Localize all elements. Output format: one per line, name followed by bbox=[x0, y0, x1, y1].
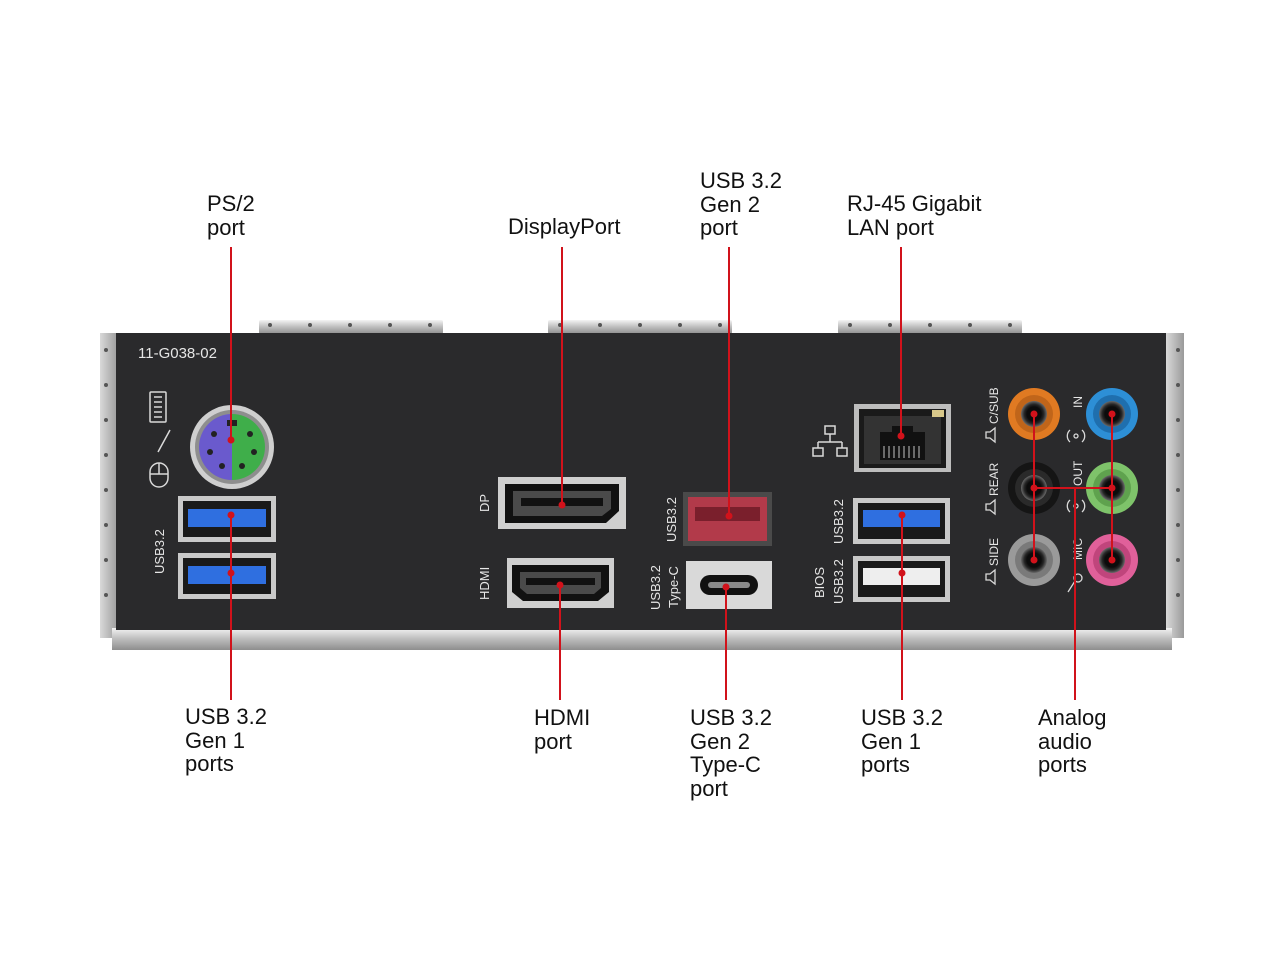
out-silk-label: OUT bbox=[1071, 460, 1085, 486]
callout-usb-gen1-ports-right: USB 3.2 Gen 1 ports bbox=[861, 705, 943, 777]
callout-rj45-lan-port: RJ-45 Gigabit LAN port bbox=[847, 191, 982, 240]
callout-displayport: DisplayPort bbox=[508, 214, 621, 239]
usb32-right-silk-label: USB3.2 bbox=[831, 499, 846, 544]
callout-analog-audio-ports: Analog audio ports bbox=[1038, 705, 1107, 777]
callout-usb-gen1-ports-left: USB 3.2 Gen 1 ports bbox=[185, 704, 267, 776]
mic-silk-label: MIC bbox=[1071, 538, 1085, 560]
shield-frame bbox=[100, 320, 1184, 650]
speaker-icon bbox=[985, 568, 996, 586]
keyboard-icon bbox=[149, 391, 167, 423]
usb-gen1-left-bottom bbox=[178, 553, 276, 599]
mouse-icon bbox=[149, 462, 169, 488]
ps2-port bbox=[190, 405, 274, 489]
usb-gen1-left-top bbox=[178, 496, 276, 542]
line-in-icon bbox=[1066, 429, 1086, 443]
csub-silk-label: C/SUB bbox=[987, 387, 1001, 424]
panel-part-number: 11-G038-02 bbox=[138, 345, 217, 362]
leader-dots bbox=[227, 410, 1116, 591]
rear-silk-label: REAR bbox=[987, 462, 1001, 496]
usb32-gen2-silk-label: USB3.2 bbox=[664, 497, 679, 542]
usb32-typec-silk-label-1: USB3.2 bbox=[648, 565, 663, 610]
speaker-icon bbox=[985, 426, 996, 444]
callout-ps2-port: PS/2 port bbox=[207, 191, 255, 240]
usb-typec-port bbox=[686, 561, 772, 609]
dp-silk-label: DP bbox=[477, 494, 492, 512]
callout-usb-gen2-port: USB 3.2 Gen 2 port bbox=[700, 168, 782, 240]
usb32-bios-silk-label: USB3.2 bbox=[831, 559, 846, 604]
usb32-left-label: USB3.2 bbox=[152, 529, 167, 574]
callout-usb-typec-port: USB 3.2 Gen 2 Type-C port bbox=[690, 705, 772, 801]
callout-hdmi-port: HDMI port bbox=[534, 705, 591, 754]
usb32-typec-silk-label-2: Type-C bbox=[666, 566, 681, 608]
side-silk-label: SIDE bbox=[987, 538, 1001, 566]
slash-divider bbox=[157, 429, 171, 453]
hdmi-silk-label: HDMI bbox=[477, 567, 492, 600]
bios-silk-label: BIOS bbox=[812, 567, 827, 598]
in-silk-label: IN bbox=[1071, 396, 1085, 408]
speaker-icon bbox=[985, 498, 996, 516]
network-icon bbox=[812, 425, 848, 457]
